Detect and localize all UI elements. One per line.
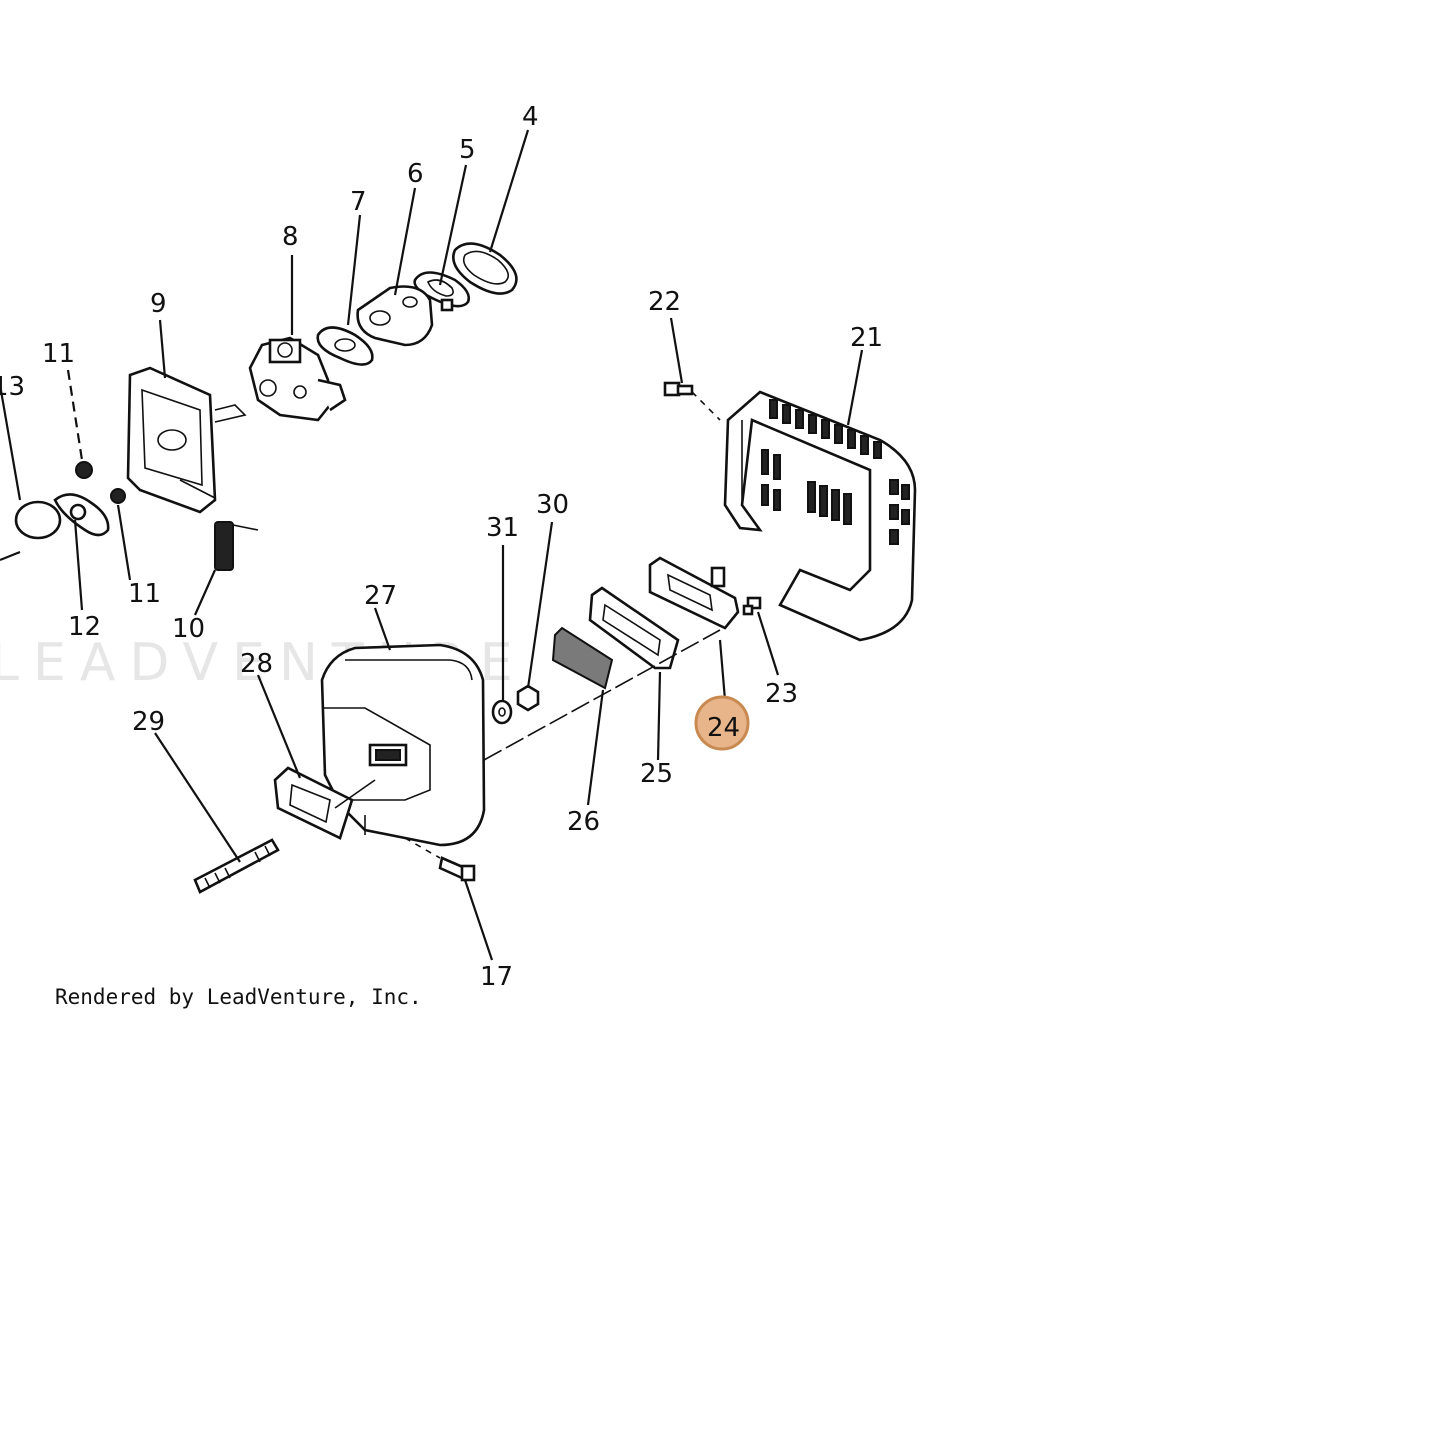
part-7-gasket[interactable] xyxy=(316,326,374,366)
label-part-27[interactable]: 27 xyxy=(364,581,397,611)
label-part-28[interactable]: 28 xyxy=(240,649,273,679)
label-part-22[interactable]: 22 xyxy=(648,287,681,317)
label-part-17[interactable]: 17 xyxy=(480,962,513,992)
part-17-bolt[interactable] xyxy=(438,856,476,882)
part-25-gasket[interactable] xyxy=(588,586,680,670)
part-29-stud[interactable] xyxy=(193,838,280,894)
part-31-washer[interactable] xyxy=(491,699,513,725)
label-part-8[interactable]: 8 xyxy=(282,222,299,252)
part-21-muffler-cover[interactable] xyxy=(723,390,917,642)
label-part-30[interactable]: 30 xyxy=(536,490,569,520)
part-11-nut-lower[interactable] xyxy=(110,488,126,504)
label-part-6[interactable]: 6 xyxy=(407,159,424,189)
part-26-screen[interactable] xyxy=(551,626,614,690)
part-30-nut[interactable] xyxy=(516,684,540,712)
part-24-gasket[interactable] xyxy=(648,556,740,630)
part-23-screw[interactable] xyxy=(742,596,762,616)
label-part-21[interactable]: 21 xyxy=(850,323,883,353)
label-part-23[interactable]: 23 xyxy=(765,679,798,709)
label-part-5[interactable]: 5 xyxy=(459,135,476,165)
part-6-insulator[interactable] xyxy=(356,285,434,347)
part-13-knob[interactable] xyxy=(0,384,62,540)
part-10-filter[interactable] xyxy=(214,521,259,571)
label-part-4[interactable]: 4 xyxy=(522,102,539,132)
label-part-11-upper[interactable]: 11 xyxy=(42,339,75,369)
part-12-choke-lever[interactable] xyxy=(53,493,110,537)
label-part-12[interactable]: 12 xyxy=(68,612,101,642)
part-22-bolt[interactable] xyxy=(663,381,694,397)
label-part-7[interactable]: 7 xyxy=(350,187,367,217)
part-9-air-cleaner-base[interactable] xyxy=(126,366,247,514)
label-part-10[interactable]: 10 xyxy=(172,614,205,644)
part-8-carburetor[interactable] xyxy=(248,336,347,422)
part-27-muffler[interactable] xyxy=(320,643,486,847)
label-part-31[interactable]: 31 xyxy=(486,513,519,543)
label-part-25[interactable]: 25 xyxy=(640,759,673,789)
part-4-gasket[interactable] xyxy=(452,242,518,295)
label-part-13[interactable]: 13 xyxy=(0,372,25,402)
label-part-26[interactable]: 26 xyxy=(567,807,600,837)
part-28-gasket[interactable] xyxy=(273,766,354,840)
part-11-nut-upper[interactable] xyxy=(75,461,93,479)
label-part-9[interactable]: 9 xyxy=(150,289,167,319)
cover-vent-slots xyxy=(761,399,910,545)
label-part-24[interactable]: 24 xyxy=(707,713,740,743)
label-part-29[interactable]: 29 xyxy=(132,707,165,737)
label-part-11-lower[interactable]: 11 xyxy=(128,579,161,609)
highlight-marker-24 xyxy=(694,695,750,751)
footer-credit: Rendered by LeadVenture, Inc. xyxy=(55,985,422,1009)
